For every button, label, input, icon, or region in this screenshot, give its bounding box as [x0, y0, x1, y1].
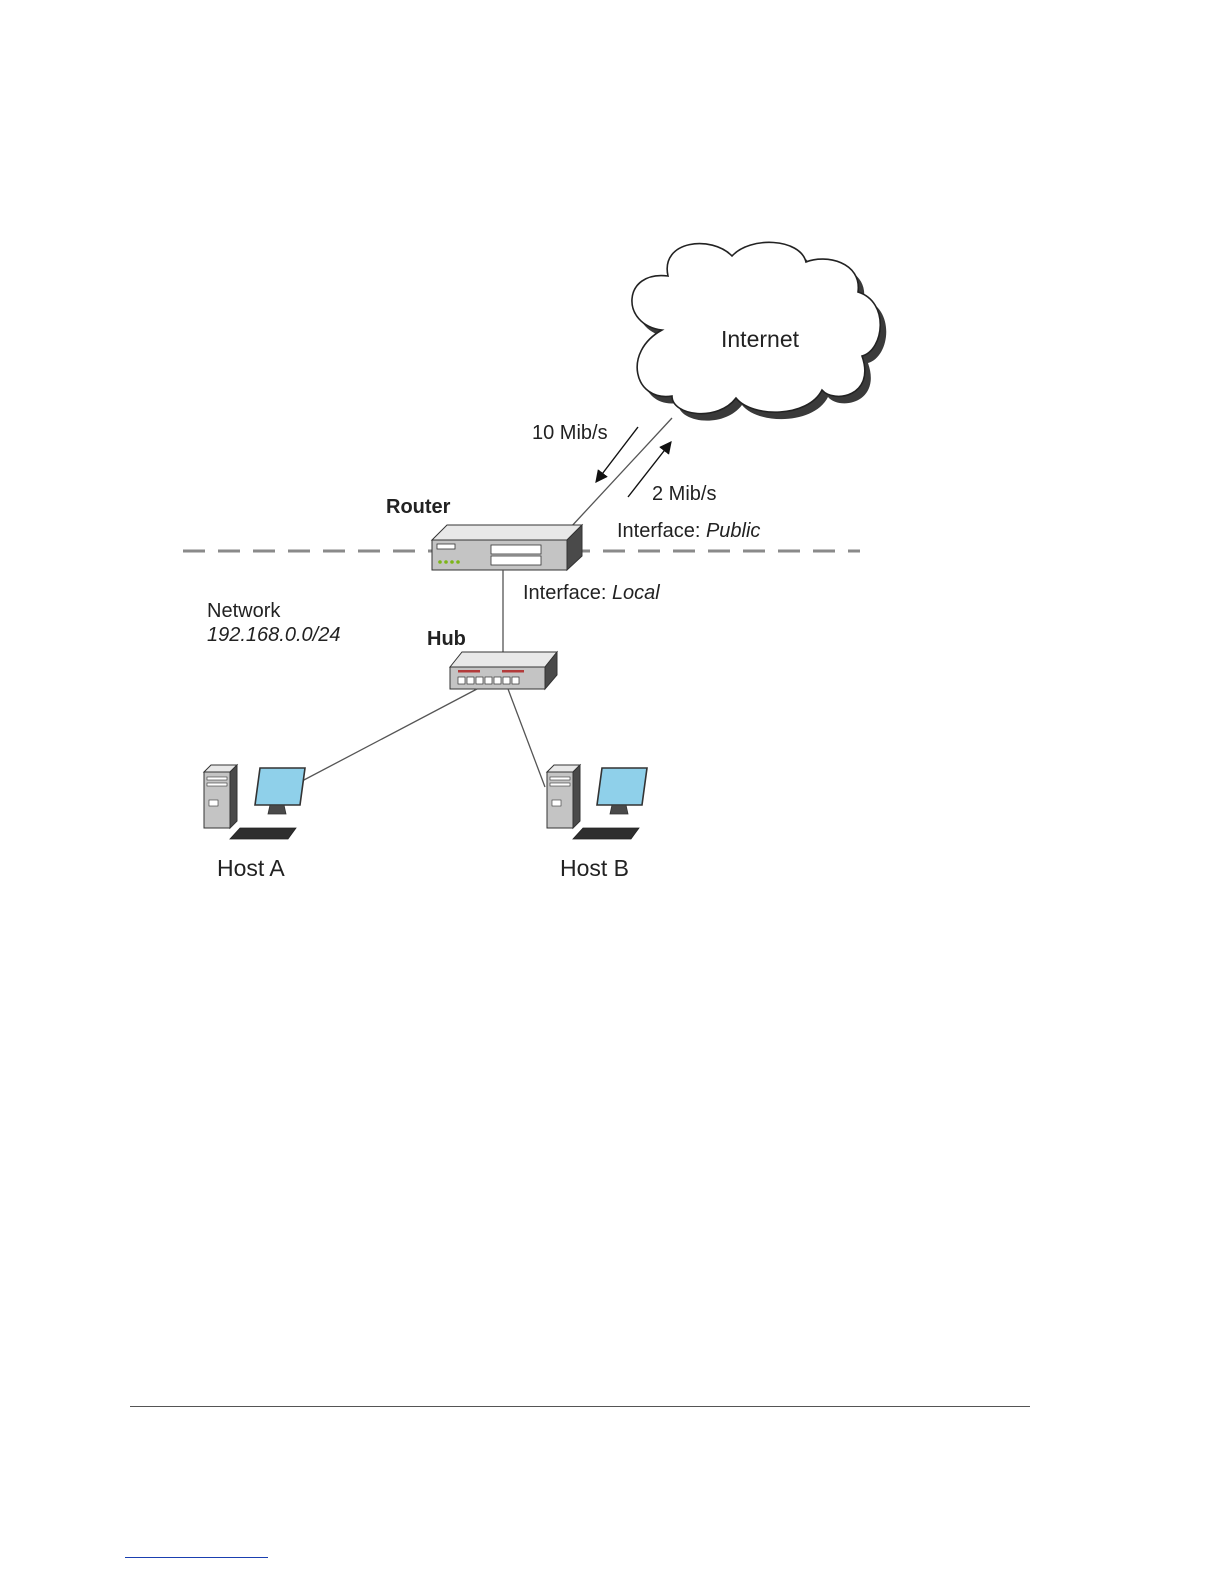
router-label: Router [386, 496, 451, 518]
router-icon [432, 525, 582, 570]
downlink-speed-label: 10 Mib/s [532, 422, 608, 444]
host-b-computer-icon [547, 765, 647, 839]
internet-label: Internet [721, 326, 800, 352]
local-interface-label: Interface: Local [523, 582, 660, 604]
local-interface-name: Local [612, 582, 660, 604]
hub-icon [450, 652, 557, 689]
page-divider [130, 1406, 1030, 1407]
hub-label: Hub [427, 628, 466, 650]
network-label: Network [207, 600, 281, 622]
public-interface-name: Public [706, 520, 760, 542]
public-interface-prefix: Interface: [617, 520, 706, 542]
uplink-speed-label: 2 Mib/s [652, 483, 716, 505]
host-a-label: Host A [217, 855, 285, 881]
network-address-label: 192.168.0.0/24 [207, 624, 340, 646]
public-interface-label: Interface: Public [617, 520, 760, 542]
hub-host-a-link [302, 689, 477, 781]
host-a-computer-icon [204, 765, 305, 839]
footnote-divider [125, 1557, 268, 1558]
local-interface-prefix: Interface: [523, 582, 612, 604]
hub-host-b-link [508, 689, 545, 787]
host-b-label: Host B [560, 855, 629, 881]
